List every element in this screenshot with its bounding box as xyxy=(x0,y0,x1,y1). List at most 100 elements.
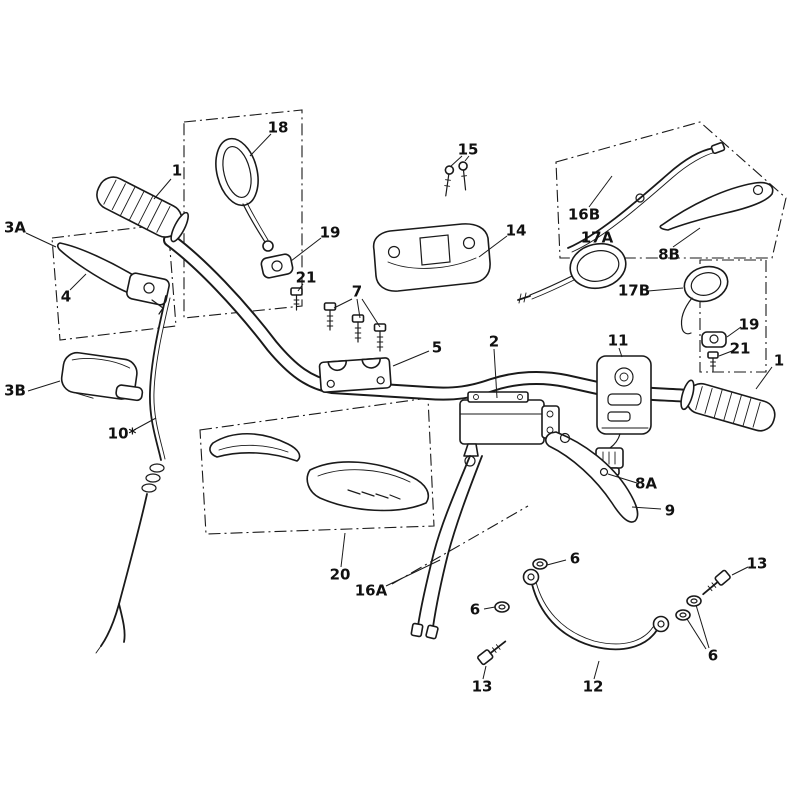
bolt-13-lower xyxy=(477,640,507,666)
part-label-3A: 3A xyxy=(4,219,26,237)
upper-bracket xyxy=(372,223,491,292)
part-label-1-right: 1 xyxy=(774,352,784,370)
part-label-21-left: 21 xyxy=(296,269,317,287)
handguards xyxy=(209,432,430,512)
group-box-cable-right xyxy=(555,121,787,259)
leader-line-15 xyxy=(464,155,470,162)
leader-line-1-right xyxy=(755,366,773,390)
part-label-11: 11 xyxy=(608,332,629,350)
leader-line-21-right xyxy=(718,350,733,357)
lever-right-spare xyxy=(659,181,774,231)
handlebar-clamp xyxy=(318,357,392,393)
leader-line-6-right xyxy=(686,618,707,650)
part-label-20: 20 xyxy=(330,566,351,584)
part-label-19-left: 19 xyxy=(320,224,341,242)
part-label-21-right: 21 xyxy=(730,340,751,358)
leader-line-5 xyxy=(392,350,430,367)
leader-line-19-left xyxy=(290,237,322,262)
leader-line-6-top xyxy=(546,559,567,566)
part-label-18: 18 xyxy=(268,119,289,137)
leader-line-16B xyxy=(588,175,613,208)
leader-line-20 xyxy=(340,532,346,568)
part-label-15: 15 xyxy=(458,141,479,159)
part-label-17A: 17A xyxy=(581,229,614,247)
leader-line-12 xyxy=(593,660,600,680)
group-box-handguards xyxy=(199,397,435,535)
leader-line-14 xyxy=(478,235,508,258)
leader-line-3A xyxy=(25,232,57,248)
grip-left xyxy=(96,176,189,243)
control-cable xyxy=(95,295,171,654)
mirror-clamp-left xyxy=(260,253,294,279)
leader-line-16A xyxy=(385,559,441,587)
part-label-17B: 17B xyxy=(618,282,650,300)
part-label-5: 5 xyxy=(432,339,442,357)
part-label-13-right: 13 xyxy=(747,555,768,573)
part-label-2: 2 xyxy=(489,333,499,351)
leader-line-6-mid xyxy=(483,606,496,610)
leader-line-6-right xyxy=(695,604,710,649)
leader-line-4 xyxy=(69,273,87,291)
leader-line-7 xyxy=(356,298,361,319)
master-cylinder xyxy=(459,391,560,467)
grip-right xyxy=(680,379,776,432)
leader-line-18 xyxy=(249,133,272,157)
part-label-6-mid: 6 xyxy=(470,601,480,619)
part-label-13-bottom: 13 xyxy=(472,678,493,696)
clamp-bolts-7 xyxy=(323,302,387,352)
part-label-3B: 3B xyxy=(4,382,26,400)
brake-lever-right xyxy=(545,431,639,523)
cable-right xyxy=(567,141,726,253)
part-label-19-right: 19 xyxy=(739,316,760,334)
brake-hose-lower xyxy=(522,568,670,651)
group-boxes xyxy=(51,109,787,585)
part-label-7: 7 xyxy=(352,283,362,301)
bolt-21-right xyxy=(707,351,719,372)
part-label-16B: 16B xyxy=(568,206,600,224)
part-label-8A: 8A xyxy=(635,475,657,493)
switch-left xyxy=(60,351,144,402)
leader-line-7 xyxy=(333,298,353,309)
leader-line-7 xyxy=(361,298,381,328)
leader-line-15 xyxy=(449,155,463,168)
washers xyxy=(494,558,702,621)
bolt-13-right xyxy=(702,569,731,596)
mirror-right-a xyxy=(517,242,627,304)
part-label-10: 10* xyxy=(108,425,137,443)
leader-line-13-right xyxy=(731,566,749,576)
leader-line-11 xyxy=(618,347,623,358)
leader-line-13-bottom xyxy=(482,665,487,680)
part-label-6-right: 6 xyxy=(708,647,718,665)
group-box-lever-left xyxy=(51,223,177,341)
leader-line-9 xyxy=(631,506,662,510)
leader-line-21-left xyxy=(297,283,304,292)
leader-line-3B xyxy=(27,380,61,392)
leader-line-17B xyxy=(647,287,684,292)
part-label-12: 12 xyxy=(583,678,604,696)
part-label-16A: 16A xyxy=(355,582,388,600)
brake-lever-left xyxy=(56,242,170,315)
leader-line-8B xyxy=(672,227,701,248)
part-label-14: 14 xyxy=(506,222,527,240)
bracket-screws xyxy=(444,161,468,197)
part-label-6-top: 6 xyxy=(570,550,580,568)
mirror-left xyxy=(215,137,274,252)
group-box-mirror-right xyxy=(699,259,767,373)
leader-line-1-left xyxy=(153,178,172,200)
part-label-4: 4 xyxy=(61,288,71,306)
leader-line-19-right xyxy=(726,326,742,338)
mirror-right-b xyxy=(680,265,729,335)
group-box-mirror-left xyxy=(183,109,303,319)
switch-right xyxy=(595,355,652,476)
leader-line-2 xyxy=(493,348,498,399)
mirror-clamp-right xyxy=(701,331,727,348)
part-label-8B: 8B xyxy=(658,246,680,264)
group-line-hoses xyxy=(391,505,529,585)
leader-line-10 xyxy=(133,417,157,431)
brake-hoses xyxy=(410,455,483,640)
part-label-1-left: 1 xyxy=(172,162,182,180)
part-label-9: 9 xyxy=(665,502,675,520)
